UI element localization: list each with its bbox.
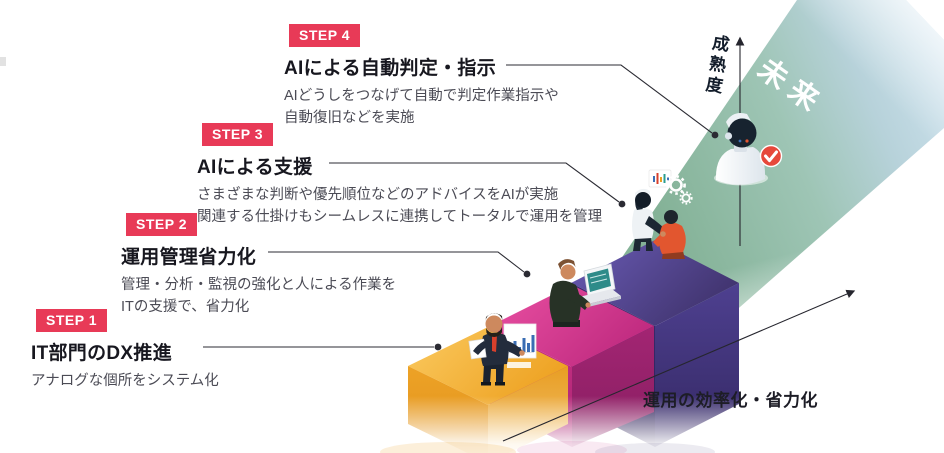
laptop-worker-icon [549,259,621,327]
connector-dot-step-3 [618,200,626,208]
step-1-title: IT部門のDX推進 [31,343,172,364]
robot-icon [632,188,666,251]
step-4-title: AIによる自動判定・指示 [284,58,497,79]
floor-reflections [380,441,715,453]
screen-edge-artifact [0,57,6,66]
efficiency-axis-arrow [502,289,856,442]
connector-step-4 [506,64,713,134]
callout-connectors [203,64,713,348]
step-1-desc-line: アナログな個所をシステム化 [31,373,219,389]
connector-dot-step-2 [523,270,531,278]
step-3-desc-line: さまざまな判断や優先順位などのアドバイスをAIが実施 [197,187,559,203]
connector-step-2 [268,251,525,273]
step-1-callout: STEP 1 IT部門のDX推進 アナログな個所をシステム化 [31,309,219,392]
worker-icon [653,210,686,259]
gear-icon [679,191,693,205]
step-1-badge: STEP 1 [36,309,107,332]
step-3-badge: STEP 3 [202,123,273,146]
step-4-badge: STEP 4 [289,24,360,47]
step-3-title: AIによる支援 [197,157,313,178]
step-4-desc-line: AIどうしをつなげて自動で判定作業指示や [284,88,559,104]
efficiency-axis-label: 運用の効率化・省力化 [643,391,818,410]
floor-fade [375,396,785,453]
connector-dot-step-1 [434,343,442,351]
connector-step-3 [329,162,620,203]
future-band [612,0,944,342]
check-icon [759,144,783,168]
step-2-title: 運用管理省力化 [121,247,257,268]
step-4-desc-line: 自動復旧などを実施 [284,110,415,127]
future-robot-icon [714,113,783,186]
step-2-desc-line: 管理・分析・監視の強化と人による作業を [121,277,397,293]
connector-dots [434,131,719,351]
step-2-badge: STEP 2 [126,213,197,236]
presenter-icon [468,313,525,386]
handshake-scene [632,169,693,259]
step-4-callout: STEP 4 AIによる自動判定・指示 AIどうしをつなげて自動で判定作業指示や… [284,24,559,129]
step-3-callout: STEP 3 AIによる支援 さまざまな判断や優先順位などのアドバイスをAIが実… [197,123,602,228]
step-2-desc-line: ITの支援で、省力化 [121,299,250,316]
step-2-callout: STEP 2 運用管理省力化 管理・分析・監視の強化と人による作業を ITの支援… [121,213,396,318]
connector-dot-step-4 [711,131,719,139]
step-3-desc-line: 関連する仕掛けもシームレスに連携してトータルで運用を管理 [197,209,603,226]
waveform-card-icon [648,169,672,188]
gear-icon [666,175,686,195]
